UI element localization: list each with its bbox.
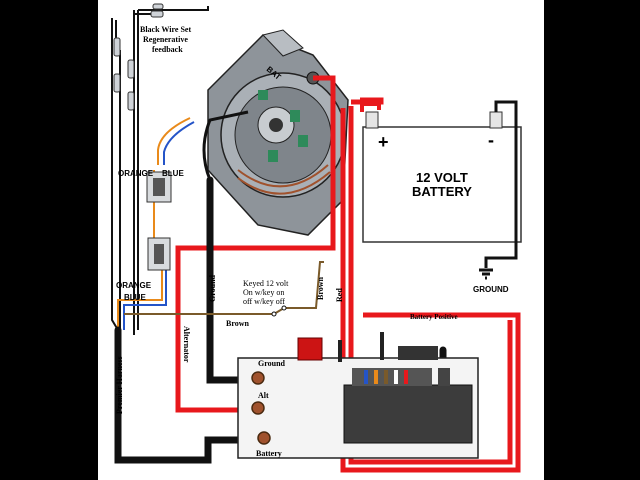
- battery: [362, 111, 522, 243]
- ground-vertical-label: Ground: [208, 274, 217, 302]
- terminal-ground-label: Ground: [258, 359, 286, 368]
- wire-connectors: [113, 3, 164, 111]
- battery-title-line1: 12 VOLT: [416, 170, 468, 185]
- blue-bottom-label: BLUE: [124, 293, 146, 302]
- alt-ground-lead: [202, 110, 249, 181]
- alternator-vertical-label: Alternator: [182, 326, 191, 363]
- brown-vertical-label: Brown: [316, 276, 325, 300]
- keyed-label-line3: off w/key off: [243, 297, 285, 306]
- black-wire-label-line3: feedback: [152, 45, 183, 54]
- terminal-alt-label: Alt: [258, 391, 269, 400]
- battery-positive-label: Battery Positive: [410, 313, 458, 321]
- brown-wires: [124, 261, 324, 315]
- black-wire-label-line1: Black Wire Set: [140, 25, 191, 34]
- keyed-switch: [271, 305, 287, 317]
- orange-bottom-label: ORANGE: [116, 281, 152, 290]
- terminal-studs: [251, 371, 271, 445]
- keyed-label-line1: Keyed 12 volt: [243, 279, 289, 288]
- diagram-canvas: BAT + - 12 VOLT BATTERY GROUND: [111, 3, 522, 473]
- black-wire-label-line2: Regenerative: [143, 35, 188, 44]
- battery-plus: +: [378, 132, 389, 152]
- battery-title-line2: BATTERY: [412, 184, 472, 199]
- wiring-diagram: BAT + - 12 VOLT BATTERY GROUND: [98, 0, 544, 480]
- blue-top-label: BLUE: [162, 169, 184, 178]
- plug-connectors: [146, 171, 172, 271]
- controller-box: [237, 337, 479, 459]
- red-battery-link: [360, 102, 381, 112]
- battery-ground-wire: [479, 100, 518, 280]
- alternator: BAT: [207, 29, 349, 236]
- premier-harness-label: Premier Harness: [115, 356, 124, 414]
- orange-top-label: ORANGE: [118, 169, 154, 178]
- brown-horizontal-label: Brown: [226, 319, 250, 328]
- terminal-battery-label: Battery: [256, 449, 282, 458]
- red-vertical-label: Red: [335, 288, 344, 302]
- small-posts: [338, 332, 384, 362]
- battery-minus: -: [488, 130, 494, 150]
- red-wires: [175, 75, 521, 473]
- battery-ground-label: GROUND: [473, 285, 509, 294]
- keyed-label-line2: On w/key on: [243, 288, 284, 297]
